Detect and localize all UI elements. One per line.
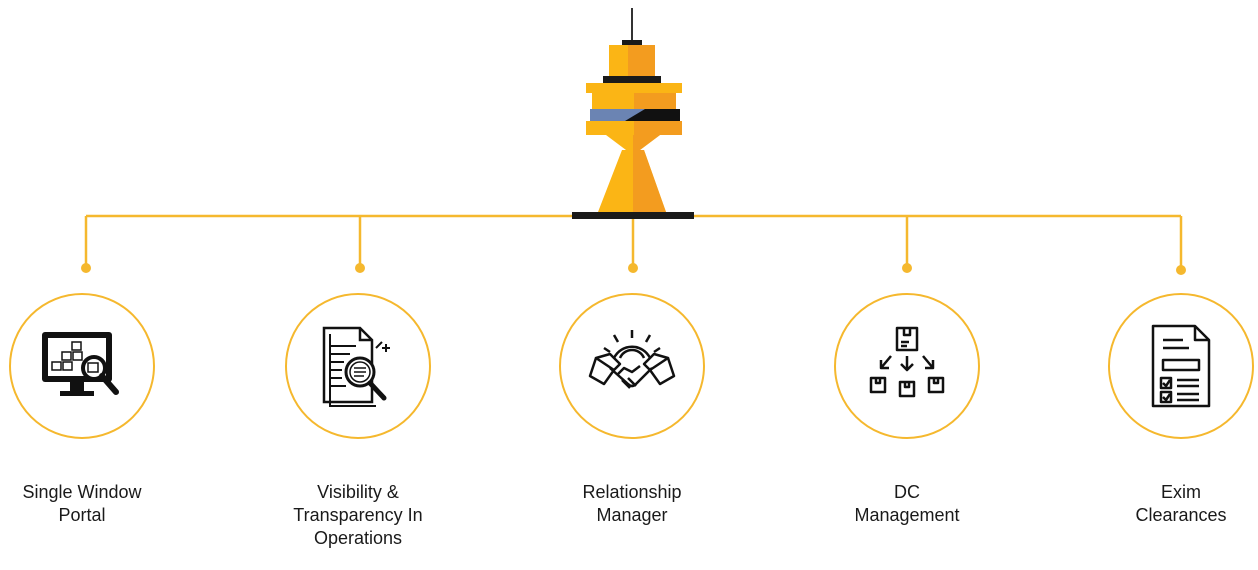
feature-label-line: Clearances (1135, 505, 1227, 525)
control-tower-diagram (81, 8, 1186, 275)
feature-label-line: Relationship (582, 482, 682, 502)
feature-label-line: DC (894, 482, 920, 502)
feature-label-line: Transparency In (293, 505, 423, 525)
feature-visibility-transparency: Visibility & Transparency In Operations (258, 293, 458, 550)
feature-circle (9, 293, 155, 439)
feature-circle (559, 293, 705, 439)
feature-label: Exim Clearances (1081, 481, 1258, 527)
feature-label: DC Management (807, 481, 1007, 527)
feature-label-line: Management (854, 505, 960, 525)
monitor-magnifier-icon (42, 332, 119, 396)
feature-circle (285, 293, 431, 439)
feature-label: Relationship Manager (532, 481, 732, 527)
tower-icon (572, 8, 694, 219)
feature-single-window-portal: Single Window Portal (0, 293, 182, 527)
handshake-gear-icon (588, 330, 676, 389)
checklist-document-icon (1151, 324, 1211, 408)
connector-lines (84, 214, 1183, 270)
package-distribution-icon (869, 326, 945, 398)
connector-dots (81, 263, 1186, 275)
feature-circle (1108, 293, 1254, 439)
feature-relationship-manager: Relationship Manager (532, 293, 732, 527)
feature-label-line: Single Window (22, 482, 142, 502)
feature-label-line: Exim (1161, 482, 1201, 502)
document-magnifier-icon (322, 326, 390, 407)
feature-label-line: Operations (313, 528, 403, 548)
feature-label-line: Portal (58, 505, 106, 525)
feature-dc-management: DC Management (807, 293, 1007, 527)
feature-label-line: Manager (596, 505, 668, 525)
feature-exim-clearances: Exim Clearances (1081, 293, 1258, 527)
feature-circle (834, 293, 980, 439)
feature-label-line: Visibility & (317, 482, 399, 502)
feature-label: Single Window Portal (0, 481, 182, 527)
feature-label: Visibility & Transparency In Operations (258, 481, 458, 550)
